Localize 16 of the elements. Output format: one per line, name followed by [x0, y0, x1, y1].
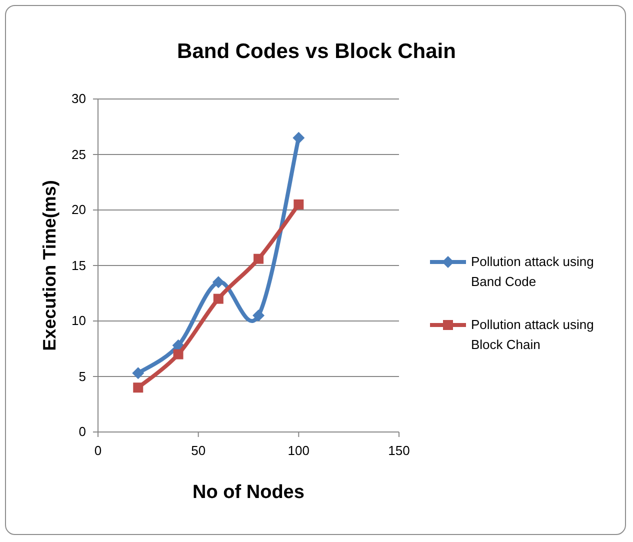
x-tick-label: 50: [190, 443, 207, 458]
x-tick-label: 100: [286, 443, 310, 458]
legend-label: Pollution attack using Band Code: [471, 253, 595, 291]
x-axis-title: No of Nodes: [192, 482, 306, 504]
x-tick-label: 150: [387, 443, 411, 458]
legend-label: Pollution attack using Block Chain: [471, 316, 595, 354]
y-tick-label: 10: [70, 313, 86, 328]
chart-title: Band Codes vs Block Chain: [176, 40, 457, 64]
y-tick-label: 5: [78, 368, 86, 384]
y-tick-label: 20: [70, 202, 86, 217]
x-tick-label: 0: [93, 443, 103, 458]
y-tick-label: 15: [70, 258, 86, 272]
y-tick-label: 25: [70, 146, 86, 162]
y-tick-label: 30: [70, 91, 86, 106]
y-axis-title: Execution Time(ms): [40, 179, 60, 353]
y-tick-label: 0: [78, 424, 86, 439]
